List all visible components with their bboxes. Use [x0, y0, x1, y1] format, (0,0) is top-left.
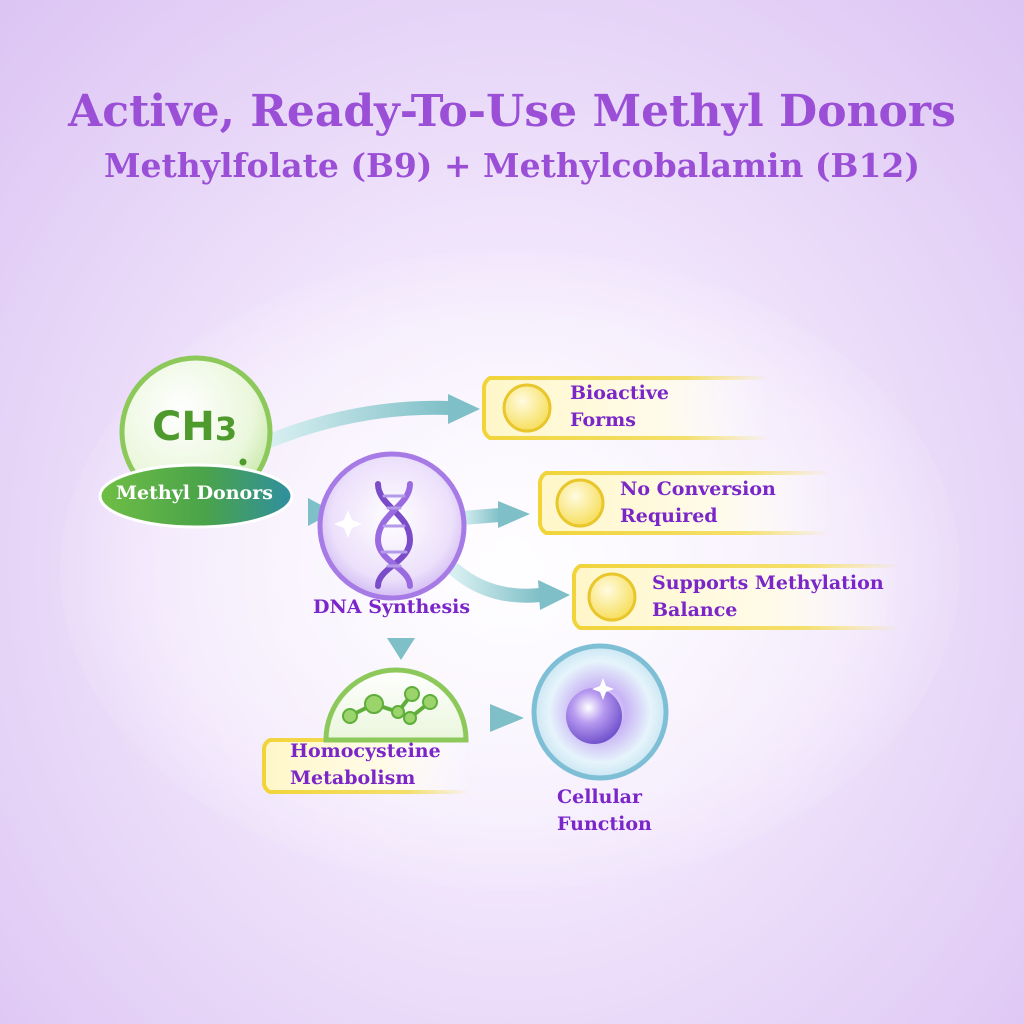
benefit-methylation-label: Supports Methylation Balance [652, 572, 884, 621]
page-title: Active, Ready-To-Use Methyl Donors [68, 86, 956, 137]
benefit-banner-no-conversion [537, 471, 832, 535]
arrow-to-methylation [448, 563, 547, 603]
coin-icon [502, 383, 552, 433]
arrow-heads [308, 394, 570, 732]
arrow-to-bioactive [265, 400, 457, 447]
bond-dot [239, 458, 247, 466]
dna-synthesis-label: DNA Synthesis [313, 596, 471, 618]
ch3-text: CH3 [152, 404, 238, 450]
molecule-icon [342, 686, 438, 725]
coin-icon [555, 478, 605, 528]
arrow-to-no-conversion [455, 508, 507, 525]
cellular-node [531, 643, 669, 781]
dna-icon [374, 481, 414, 589]
methyl-donors-label: Methyl Donors [116, 482, 273, 504]
methyl-donors-pill [98, 463, 294, 529]
benefit-banner-bioactive [481, 376, 772, 440]
dna-node [317, 451, 467, 601]
sparkle-icon [334, 510, 362, 538]
cell-icon [566, 688, 622, 744]
benefit-banner-methylation [571, 564, 902, 630]
benefit-no-conversion-label: No Conversion Required [620, 478, 776, 527]
flow-arrows [265, 400, 547, 725]
cellular-function-label: Cellular Function [557, 786, 652, 835]
benefit-bioactive-label: Bioactive Forms [570, 382, 669, 431]
homocysteine-node [262, 667, 472, 794]
homocysteine-label: Homocysteine Metabolism [290, 740, 441, 789]
page-subtitle: Methylfolate (B9) + Methylcobalamin (B12… [104, 146, 920, 185]
coin-icon [587, 572, 637, 622]
